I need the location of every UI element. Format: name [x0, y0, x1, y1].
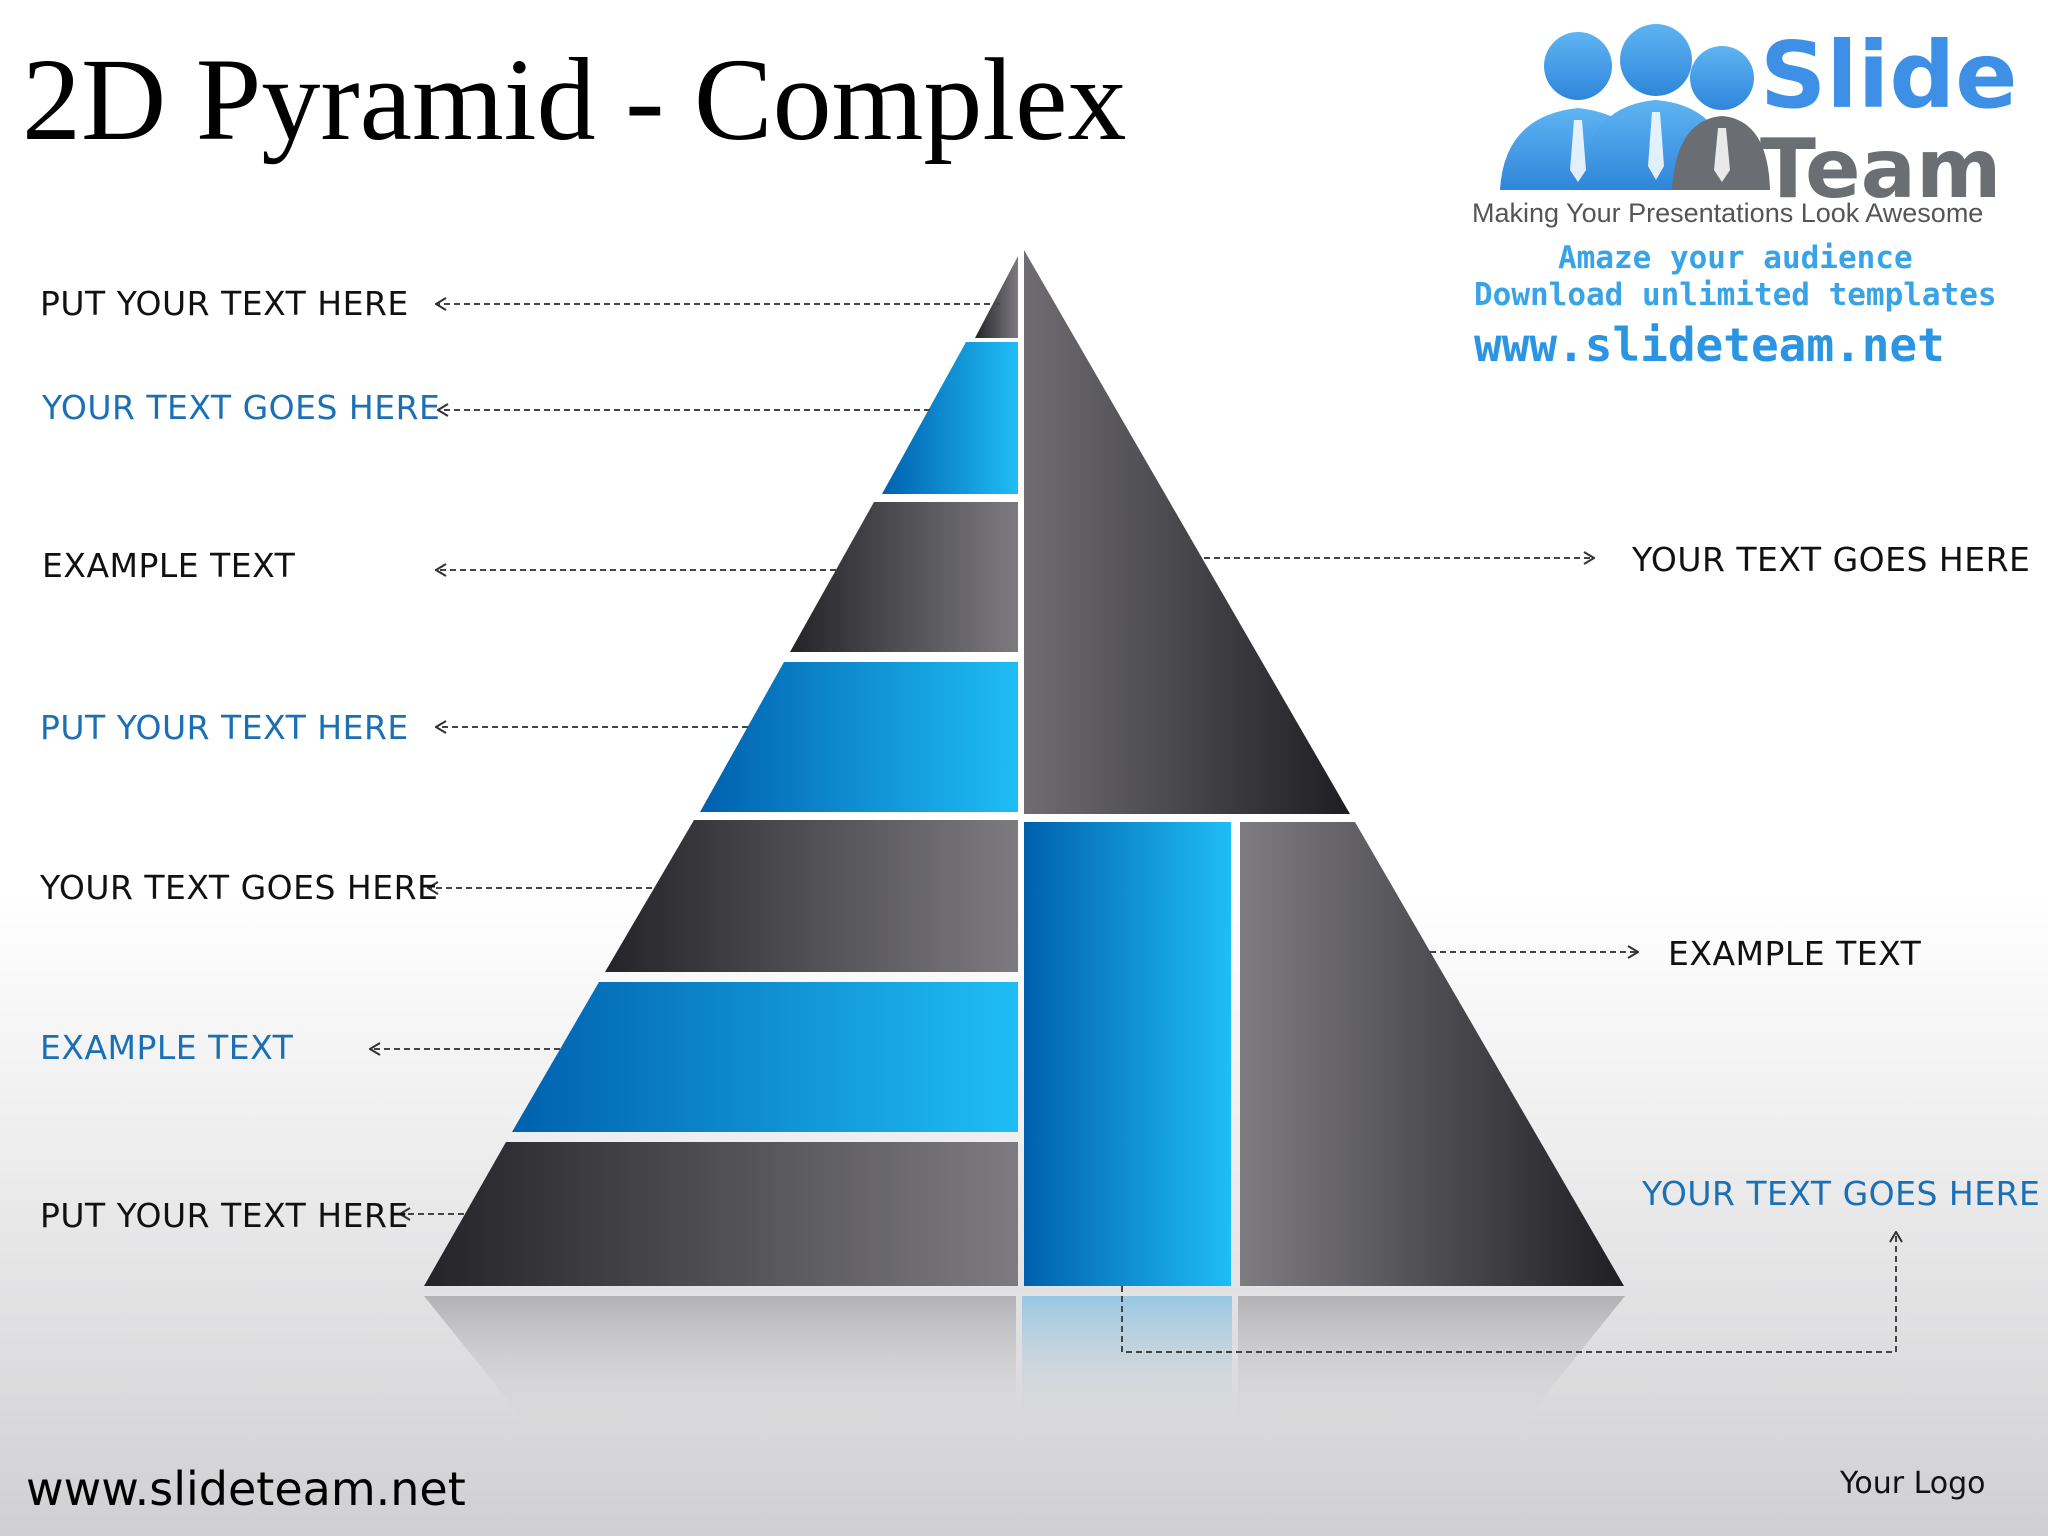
pyramid-tier-2 [882, 342, 1018, 494]
right-label-2: EXAMPLE TEXT [1668, 934, 1922, 973]
left-label-4: PUT YOUR TEXT HERE [40, 708, 409, 747]
footer-url: www.slideteam.net [26, 1462, 466, 1516]
pyramid-tier-3 [790, 502, 1018, 652]
left-label-5: YOUR TEXT GOES HERE [40, 868, 439, 907]
pyramid-tier-7 [424, 1142, 1018, 1286]
brand-name-slide: Slide [1760, 22, 2018, 129]
brand-tagline: Making Your Presentations Look Awesome [1472, 198, 1984, 228]
brand-name-team: Team [1760, 122, 2002, 217]
pyramid-tier-6 [512, 982, 1018, 1132]
right-label-1: YOUR TEXT GOES HERE [1632, 540, 2031, 579]
people-group-icon [1500, 24, 1770, 190]
pyramid-tier-4 [700, 662, 1018, 812]
pyramid-reflection-blue [1022, 1296, 1232, 1420]
left-label-7: PUT YOUR TEXT HERE [40, 1196, 409, 1235]
pyramid-right-apex [1024, 250, 1350, 814]
brand-line-1: Amaze your audience [1558, 240, 1913, 276]
left-label-6: EXAMPLE TEXT [40, 1028, 294, 1067]
right-label-3: YOUR TEXT GOES HERE [1642, 1174, 2041, 1213]
left-label-1: PUT YOUR TEXT HERE [40, 284, 409, 323]
left-label-2: YOUR TEXT GOES HERE [42, 388, 441, 427]
slide-title: 2D Pyramid - Complex [22, 34, 1127, 165]
footer-logo-placeholder: Your Logo [1840, 1466, 1986, 1501]
pyramid-right-blue-column [1024, 822, 1231, 1286]
brand-url: www.slideteam.net [1474, 318, 1945, 372]
left-label-3: EXAMPLE TEXT [42, 546, 296, 585]
pyramid-tier-5 [605, 820, 1018, 972]
pyramid-tier-1 [975, 256, 1018, 338]
pyramid-right-base [1240, 822, 1624, 1286]
brand-line-2: Download unlimited templates [1474, 277, 1997, 313]
pyramid-reflection [424, 1296, 1016, 1420]
pyramid-reflection-right [1238, 1296, 1625, 1420]
connector-right-3 [1121, 1232, 1896, 1353]
